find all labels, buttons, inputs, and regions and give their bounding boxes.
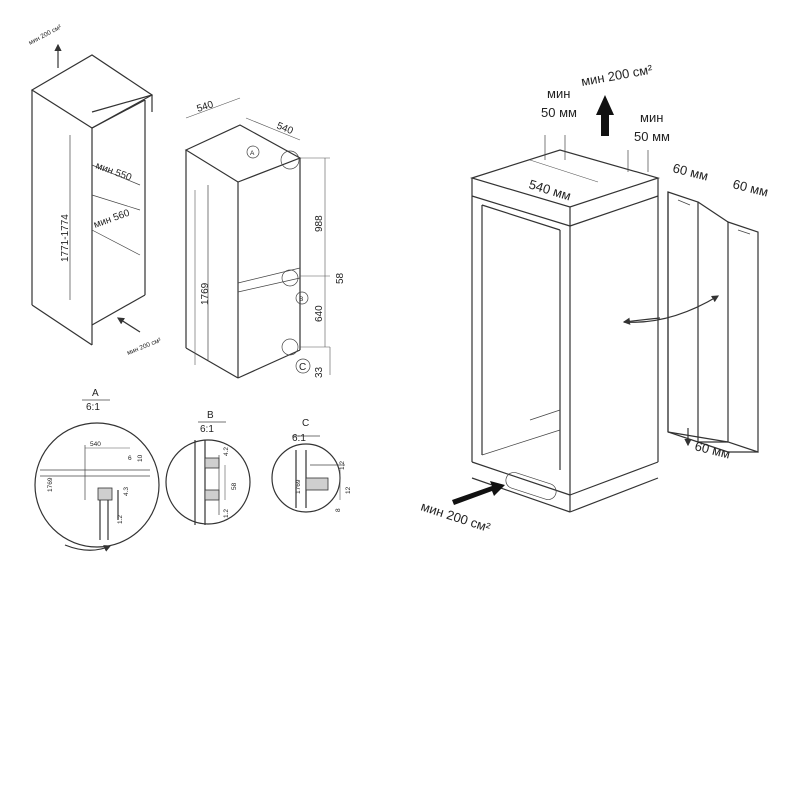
detail-a-label-1-2: 1.2 <box>117 515 124 524</box>
appliance-bottom-gap-label: 33 <box>314 366 325 378</box>
appliance-bottom-section-label: 640 <box>314 305 325 322</box>
door-panel-drawing <box>667 191 759 453</box>
detail-c <box>271 435 345 513</box>
detail-c-label-1-2: 1.2 <box>339 461 346 470</box>
callout-c-label: C <box>299 362 306 373</box>
callout-b-label: B <box>299 296 303 303</box>
niche-vent-bottom-label: мин 200 см² <box>126 337 163 357</box>
detail-b-scale: 6:1 <box>200 424 214 435</box>
appliance-width-label: 540 <box>196 99 216 115</box>
detail-a-label-4-3: 4.3 <box>123 487 130 496</box>
detail-a-label-1769: 1769 <box>47 477 54 492</box>
detail-b-letter: B <box>207 410 214 421</box>
appliance-gap-label: 58 <box>335 272 346 284</box>
callout-a-label: A <box>250 150 255 157</box>
niche-height-label: 1771-1774 <box>60 214 71 262</box>
detail-a-letter: A <box>92 388 99 399</box>
detail-a-label-540: 540 <box>90 441 101 448</box>
detail-b-label-4-2: 4.2 <box>223 447 230 456</box>
niche-min-width-label: мин 560 <box>92 208 131 231</box>
detail-c-letter: C <box>302 418 309 429</box>
niche-drawing <box>30 43 154 346</box>
appliance-drawing <box>184 97 331 379</box>
detail-b-label-58: 58 <box>231 482 238 490</box>
cabinet-drawing <box>452 95 720 513</box>
detail-a <box>34 399 160 552</box>
detail-c-label-12: 12 <box>345 486 352 494</box>
cabinet-width-label: 540 мм <box>527 177 573 204</box>
detail-c-scale: 6:1 <box>292 433 306 444</box>
detail-a-label-10: 10 <box>137 454 144 462</box>
detail-c-label-8: 8 <box>335 508 342 512</box>
detail-c-label-1769: 1769 <box>295 479 302 494</box>
niche-vent-top-label: мин 200 см² <box>28 23 64 46</box>
detail-b <box>165 421 251 525</box>
panel-a-label: 60 мм <box>671 160 710 183</box>
detail-a-label-6: 6 <box>128 455 132 462</box>
appliance-top-section-label: 988 <box>314 215 325 232</box>
niche-min-depth-label: мин 550 <box>94 160 133 183</box>
detail-a-scale: 6:1 <box>86 402 100 413</box>
appliance-depth-label: 540 <box>275 121 295 138</box>
cabinet-vent-top-label: мин 200 см² <box>580 62 654 89</box>
detail-b-label-1-2: 1.2 <box>223 509 230 518</box>
panel-b-label: 60 мм <box>731 176 770 199</box>
appliance-height-label: 1769 <box>200 282 211 305</box>
